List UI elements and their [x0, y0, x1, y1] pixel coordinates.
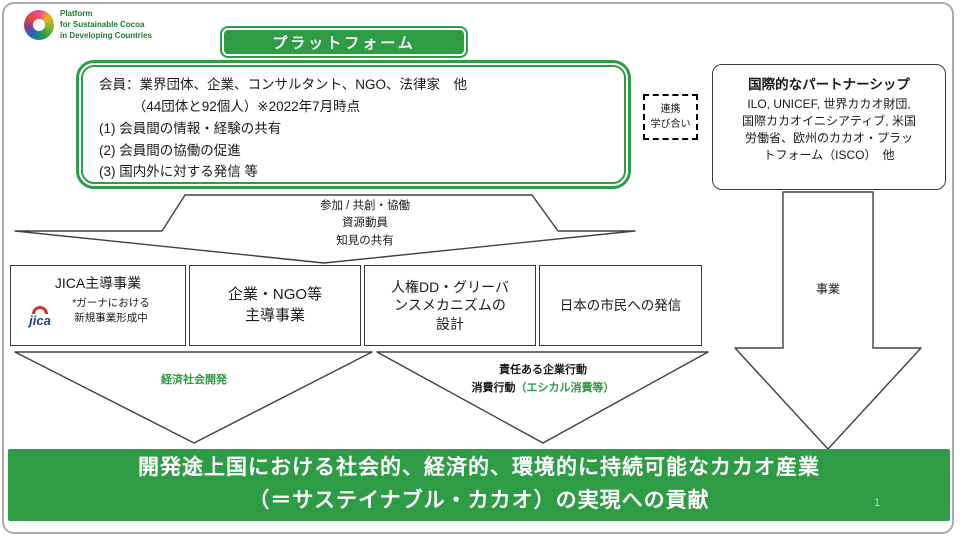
- goal-banner-line1: 開発途上国における社会的、経済的、環境的に持続可能なカカオ産業: [138, 456, 820, 480]
- goal-banner-line2: （＝サステイナブル・カカオ）の実現への貢献: [248, 489, 710, 512]
- outcome-right-line1: 責任ある企業行動: [499, 364, 587, 376]
- project-box-company-ngo: 企業・NGO等 主導事業: [189, 265, 361, 346]
- jica-logo: jica: [23, 306, 57, 328]
- outcome-right-line2-green: （エシカル消費等）: [515, 381, 615, 394]
- project-box-jica: JICA主導事業 *ガーナにおける 新規事業形成中 jica: [10, 265, 186, 346]
- logo-text: Platform for Sustainable Cocoa in Develo…: [60, 9, 153, 40]
- platform-header-label: プラットフォーム: [272, 34, 416, 52]
- partnership-title: 国際的なパートナーシップ: [748, 77, 910, 92]
- goal-banner: 開発途上国における社会的、経済的、環境的に持続可能なカカオ産業 （＝サステイナブ…: [8, 449, 950, 521]
- platform-logo-icon: [24, 10, 54, 41]
- business-arrow-label: 事業: [815, 282, 840, 296]
- project-title: 人権DD・グリーバ ンスメカニズムの 設計: [390, 279, 510, 332]
- flow-arrow-text: 参加 / 共創・協働 資源動員 知見の共有: [319, 200, 411, 247]
- project-box-citizens: 日本の市民への発信: [539, 265, 702, 346]
- partnership-body: ILO, UNICEF, 世界カカオ財団, 国際カカオイニシアティブ, 米国 労…: [742, 97, 916, 163]
- outcome-right-arrow: [376, 351, 709, 444]
- jica-logo-text: jica: [29, 313, 51, 328]
- outcome-left-label: 経済社会開発: [161, 374, 227, 386]
- outcome-right-line2-black: 消費行動: [471, 381, 516, 394]
- platform-header: プラットフォーム: [220, 26, 468, 58]
- logo: Platform for Sustainable Cocoa in Develo…: [24, 9, 152, 41]
- flow-down-arrow: [14, 194, 636, 264]
- outcome-left-arrow: [14, 351, 373, 444]
- project-box-hrdd: 人権DD・グリーバ ンスメカニズムの 設計: [364, 265, 536, 346]
- outcome-right-line2: 消費行動（エシカル消費等）: [418, 380, 668, 398]
- member-box-inner: 会員：業界団体、企業、コンサルタント、NGO、法律家 他 （44団体と92個人）…: [81, 65, 626, 184]
- project-title: 日本の市民への発信: [559, 297, 682, 313]
- collaboration-note: 連携 学び合い: [643, 94, 698, 140]
- jica-swoosh-icon: [32, 306, 48, 314]
- project-note: *ガーナにおける 新規事業形成中: [72, 297, 150, 324]
- project-title: 企業・NGO等 主導事業: [227, 286, 323, 324]
- member-box: 会員：業界団体、企業、コンサルタント、NGO、法律家 他 （44団体と92個人）…: [76, 60, 631, 189]
- project-title: JICA主導事業: [54, 275, 142, 291]
- collaboration-note-text: 連携 学び合い: [650, 104, 691, 130]
- page-number: 1: [874, 497, 881, 509]
- outcome-right-label: 責任ある企業行動 消費行動（エシカル消費等）: [418, 362, 668, 397]
- partnership-box: 国際的なパートナーシップ ILO, UNICEF, 世界カカオ財団, 国際カカオ…: [712, 64, 946, 190]
- business-down-arrow: [734, 191, 922, 450]
- member-box-text: 会員：業界団体、企業、コンサルタント、NGO、法律家 他 （44団体と92個人）…: [99, 77, 467, 180]
